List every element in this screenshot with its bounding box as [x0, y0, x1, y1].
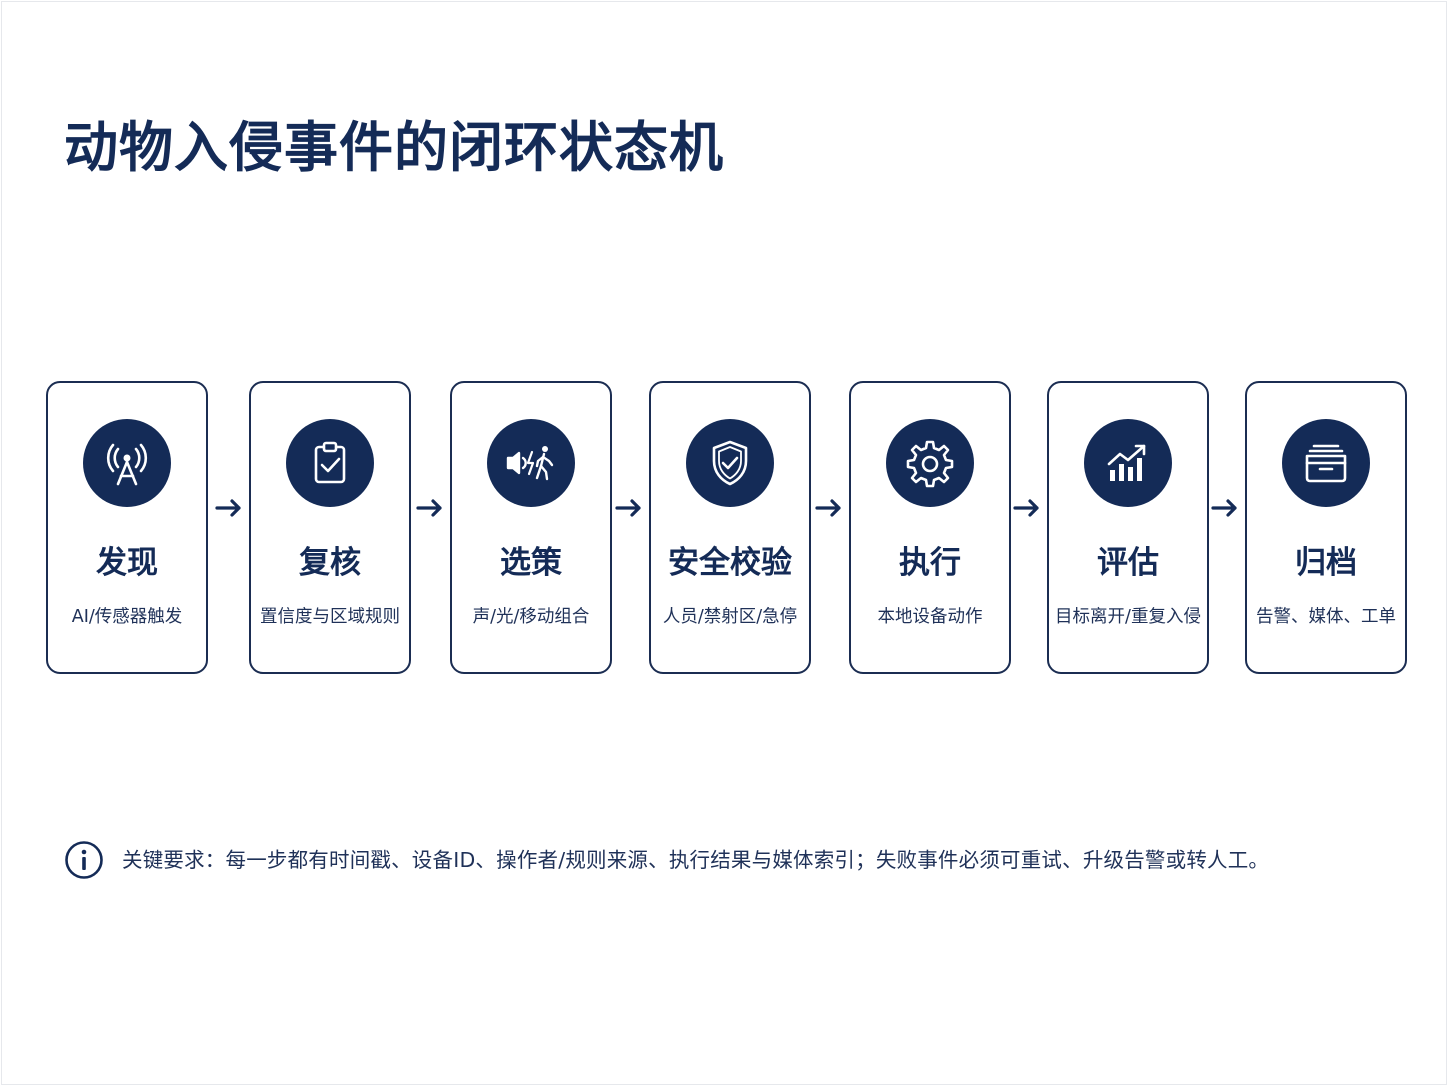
shield-check-icon — [686, 419, 774, 507]
key-requirements-note: 关键要求：每一步都有时间戳、设备ID、操作者/规则来源、执行结果与媒体索引；失败… — [64, 838, 1269, 882]
step-description: AI/传感器触发 — [71, 607, 183, 627]
bar-chart-up-icon — [1084, 419, 1172, 507]
step-title: 选策 — [500, 545, 562, 581]
step-card-strategy: 选策 声/光/移动组合 — [450, 381, 612, 674]
step-description: 声/光/移动组合 — [472, 607, 590, 627]
step-description: 本地设备动作 — [877, 607, 983, 627]
step-description: 人员/禁射区/急停 — [662, 607, 798, 627]
step-title: 安全校验 — [668, 545, 792, 581]
arrow-right-icon — [815, 499, 841, 517]
step-title: 复核 — [299, 545, 361, 581]
antenna-icon — [83, 419, 171, 507]
step-description: 置信度与区域规则 — [260, 607, 400, 627]
step-card-safety-check: 安全校验 人员/禁射区/急停 — [649, 381, 811, 674]
step-title: 评估 — [1097, 545, 1159, 581]
sound-walking-person-icon — [487, 419, 575, 507]
arrow-right-icon — [1013, 499, 1039, 517]
arrow-right-icon — [416, 499, 442, 517]
arrow-right-icon — [215, 499, 241, 517]
arrow-right-icon — [615, 499, 641, 517]
archive-box-icon — [1282, 419, 1370, 507]
step-title: 归档 — [1295, 545, 1357, 581]
step-card-archive: 归档 告警、媒体、工单 — [1245, 381, 1407, 674]
arrow-right-icon — [1211, 499, 1237, 517]
page-title: 动物入侵事件的闭环状态机 — [64, 116, 724, 179]
clipboard-check-icon — [286, 419, 374, 507]
step-title: 执行 — [899, 545, 961, 581]
note-text: 关键要求：每一步都有时间戳、设备ID、操作者/规则来源、执行结果与媒体索引；失败… — [122, 848, 1270, 872]
step-description: 告警、媒体、工单 — [1256, 607, 1396, 627]
step-description: 目标离开/重复入侵 — [1055, 607, 1201, 627]
gear-icon — [886, 419, 974, 507]
step-card-execute: 执行 本地设备动作 — [849, 381, 1011, 674]
step-card-discover: 发现 AI/传感器触发 — [46, 381, 208, 674]
step-title: 发现 — [96, 545, 158, 581]
step-card-evaluate: 评估 目标离开/重复入侵 — [1047, 381, 1209, 674]
info-icon — [65, 841, 103, 879]
step-card-review: 复核 置信度与区域规则 — [249, 381, 411, 674]
